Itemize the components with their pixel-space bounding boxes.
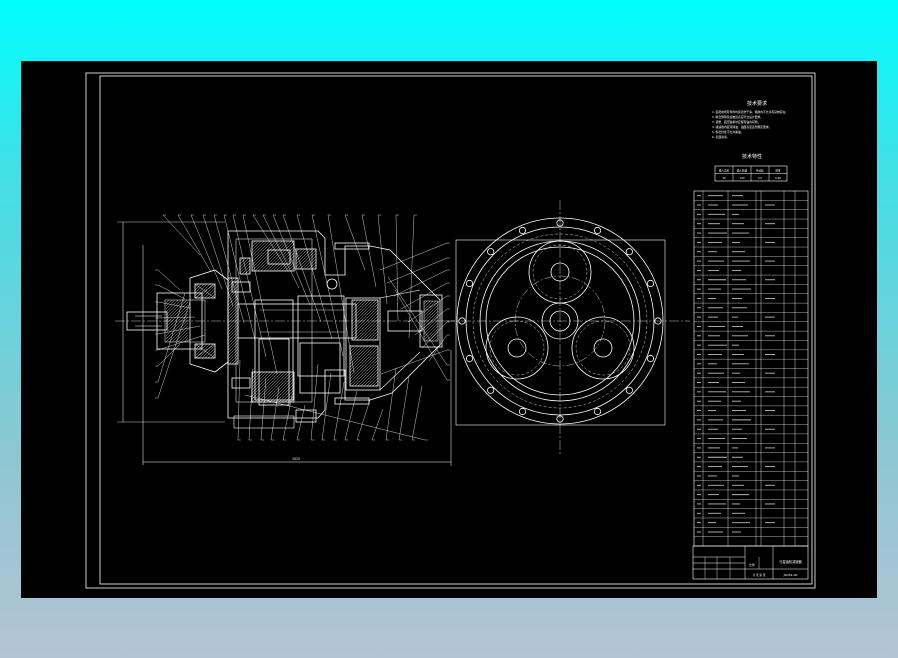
section-hatching: [166, 241, 438, 402]
sheet-inner-border: [99, 75, 813, 585]
spec-value: 0.96: [775, 176, 781, 180]
bolt-hole: [593, 226, 602, 235]
bolt-hole: [487, 248, 495, 256]
flange-outer-circle: [456, 217, 664, 425]
bolt-hole: [556, 219, 564, 227]
bolt-hole: [458, 317, 466, 325]
bolt-hole: [654, 317, 662, 325]
overall-dimension: 1015: [292, 457, 300, 461]
requirement-line: 4. 减速器内装润滑油，油面高度达到规定要求。: [712, 125, 772, 129]
bolt-hole: [487, 386, 495, 394]
spec-header: 输入转速: [737, 169, 748, 173]
spec-value: 740: [740, 176, 745, 180]
planet-pitch-circle: [514, 275, 606, 367]
bolt-hole: [646, 279, 655, 288]
requirement-line: 1. 装配前所有零件均需清洗干净，箱体内不允许有杂物存在。: [712, 110, 788, 114]
spec-value: 5.5: [758, 176, 762, 180]
technical-requirements-title: 技术要求: [747, 100, 767, 107]
parts-list-table: [693, 190, 809, 547]
bolt-hole: [646, 354, 655, 363]
bolt-hole: [556, 415, 564, 423]
requirement-line: 3. 调整、固定轴承时应留有轴向间隙。: [712, 120, 760, 124]
bolt-hole: [465, 279, 474, 288]
planet-gear-circle: [528, 240, 592, 304]
spec-header: 传动比: [756, 169, 764, 173]
drawing-name: 行星齿轮减速器: [779, 559, 802, 564]
part-leader-lines: [155, 214, 450, 441]
planet-gear-circle: [571, 316, 635, 380]
bolt-hole: [625, 248, 633, 256]
spec-value: 30: [722, 176, 726, 180]
title-block: 行星齿轮减速器 JSQ01-00 比例 共 张 第 张: [692, 545, 809, 580]
cad-canvas: [21, 61, 877, 598]
bolt-hole: [518, 226, 527, 235]
requirement-line: 5. 各密封处不允许漏油。: [712, 130, 744, 134]
bolt-hole: [518, 407, 527, 416]
bolt-hole: [465, 354, 474, 363]
requirement-line: 2. 啮合侧隙及接触斑点应符合设计要求。: [712, 115, 763, 119]
spec-header: 输入功率: [719, 169, 730, 173]
bolt-hole: [593, 407, 602, 416]
bolt-hole: [625, 386, 633, 394]
requirement-line: 6. 表面涂漆。: [712, 135, 730, 139]
spec-header: 效率: [775, 169, 781, 173]
technical-requirements-block: 技术要求 1. 装配前所有零件均需清洗干净，箱体内不允许有杂物存在。 2. 啮合…: [712, 100, 788, 139]
drawing-number: JSQ01-00: [783, 573, 798, 577]
technical-characteristics-block: 技术特性 输入功率 输入转速 传动比 效率 30 740 5.5 0.96: [714, 153, 788, 182]
planet-gear-circle: [485, 316, 549, 380]
sheet-outer-border: [85, 72, 816, 589]
sheet-label: 共 张 第 张: [753, 573, 766, 577]
end-view: [445, 200, 690, 455]
technical-characteristics-title: 技术特性: [742, 153, 762, 160]
scale-label: 比例: [749, 563, 755, 567]
